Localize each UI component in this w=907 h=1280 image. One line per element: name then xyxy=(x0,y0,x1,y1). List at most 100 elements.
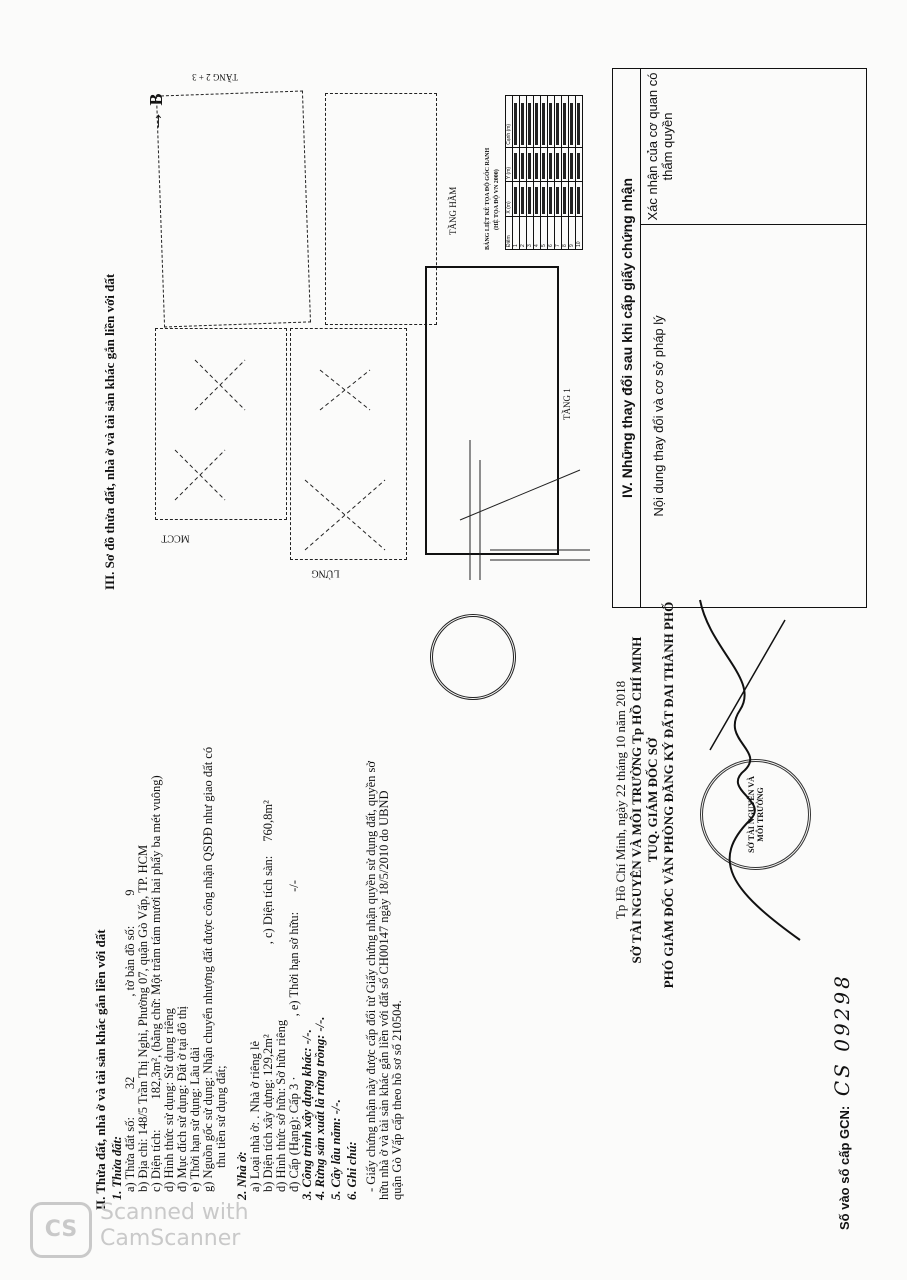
register-no: CS 09298 xyxy=(830,973,854,1097)
coord-table-title: BẢNG LIỆT KÊ TỌA ĐỘ GÓC RANH xyxy=(485,147,491,250)
coord-cell xyxy=(547,181,555,217)
watermark-line-1: Scanned with xyxy=(100,1200,249,1225)
coord-row: 5 xyxy=(540,95,548,250)
own-term-label: , e) Thời hạn sở hữu: xyxy=(287,911,301,1017)
area-label: c) Diện tích: xyxy=(149,1129,163,1192)
coord-cell xyxy=(575,95,583,148)
coord-cell xyxy=(512,95,520,148)
register-row: Số vào sổ cấp GCN: CS 09298 xyxy=(830,973,854,1230)
coord-cell xyxy=(526,95,534,148)
coord-cell xyxy=(554,95,562,148)
coord-cell xyxy=(547,95,555,148)
coord-cell xyxy=(512,181,520,217)
coord-cell xyxy=(568,95,576,148)
coord-cell xyxy=(561,147,569,182)
coord-row: 8 xyxy=(561,95,569,250)
coord-cell xyxy=(540,181,548,217)
perennial: 5. Cây lâu năm: -/-. xyxy=(329,1099,343,1200)
coord-cell xyxy=(561,181,569,217)
area-value: 182,3m², (bằng chữ: Một trăm tám mươi ha… xyxy=(149,775,163,1100)
floor-area: 760,8m² xyxy=(261,800,275,842)
label-tang-2-3: TẦNG 2 + 3 xyxy=(192,72,238,83)
mcct-cross-icon xyxy=(174,359,246,501)
coord-row: 1 xyxy=(512,95,520,250)
coord-point: 1 xyxy=(512,216,520,250)
coord-row: 4 xyxy=(533,95,541,250)
small-stamp xyxy=(430,614,516,700)
note-line-3: quận Gò Vấp cấp theo hồ sơ số 210504. xyxy=(390,1000,404,1200)
coord-cell xyxy=(554,147,562,182)
coord-header: Y (m) xyxy=(505,147,513,182)
date-line: Tp Hồ Chí Minh, ngày 22 tháng 10 năm 201… xyxy=(613,680,628,920)
map-sheet-no: 9 xyxy=(123,889,137,896)
floor-2-3 xyxy=(155,90,312,328)
coord-cell xyxy=(519,181,527,217)
coord-cell xyxy=(533,181,541,217)
coord-row: 7 xyxy=(554,95,562,250)
coord-header: Điểm xyxy=(505,216,513,250)
coord-cell xyxy=(540,95,548,148)
coord-cell xyxy=(568,181,576,217)
map-sheet-label: , tờ bản đồ số: xyxy=(123,925,137,997)
coord-cell xyxy=(526,181,534,217)
coord-cell xyxy=(533,147,541,182)
road-lines-icon xyxy=(459,440,590,580)
section-2-heading: II. Thửa đất, nhà ở và tài sản khác gắn … xyxy=(93,929,108,1210)
label-mcct: MCCT xyxy=(161,532,190,544)
section-4-changes-table: IV. Những thay đổi sau khi cấp giấy chứn… xyxy=(612,68,867,608)
watermark-line-2: CamScanner xyxy=(100,1226,241,1251)
coord-row: 3 xyxy=(526,95,534,250)
register-label: Số vào sổ cấp GCN: xyxy=(837,1105,852,1230)
coord-cell xyxy=(575,147,583,182)
coord-point: 8 xyxy=(561,216,569,250)
coord-cell xyxy=(540,147,548,182)
coord-header: X (m) xyxy=(505,181,513,217)
coord-cell xyxy=(547,147,555,182)
origin-line-2: thu tiền sử dụng đất; xyxy=(214,1065,228,1168)
section-3-heading: III. Sơ đồ thửa đất, nhà ở và tài sản kh… xyxy=(102,273,117,590)
forest: 4. Rừng sản xuất là rừng trồng: -/-. xyxy=(313,1016,327,1200)
coord-cell xyxy=(561,95,569,148)
issuing-org: SỞ TÀI NGUYÊN VÀ MÔI TRƯỜNG Tp HỒ CHÍ MI… xyxy=(629,636,644,964)
coord-table-subtitle: (HỆ TỌA ĐỘ VN 2000) xyxy=(494,169,500,230)
build-area: b) Diện tích xây dựng: 129,2m² xyxy=(261,1034,275,1192)
coord-cell xyxy=(568,147,576,182)
camscanner-watermark: Scanned with CamScanner xyxy=(100,1200,249,1252)
parcel-label: a) Thửa đất số: xyxy=(123,1117,137,1192)
col-changes: Nội dung thay đổi và cơ sở pháp lý xyxy=(640,224,867,608)
own-term: -/- xyxy=(287,880,301,892)
grade: đ) Cấp (Hạng): Cấp 3 · xyxy=(287,1076,301,1192)
notes-title: 6. Ghi chú: xyxy=(345,1141,359,1200)
camscanner-logo-text: CS xyxy=(44,1217,78,1242)
coord-point: 5 xyxy=(540,216,548,250)
floor-area-label: , c) Diện tích sàn: xyxy=(261,855,275,945)
label-tang-1: TẦNG 1 xyxy=(562,388,572,420)
floor-basement xyxy=(325,93,437,325)
coord-point: 10 xyxy=(575,216,583,250)
section-4-heading: IV. Những thay đổi sau khi cấp giấy chứn… xyxy=(612,68,641,608)
coord-point: 4 xyxy=(533,216,541,250)
signature-icon xyxy=(699,599,801,941)
deputy-title: PHÓ GIÁM ĐỐC VĂN PHÒNG ĐĂNG KÝ ĐẤT ĐAI T… xyxy=(661,601,676,989)
coord-point: 6 xyxy=(547,216,555,250)
coord-cell xyxy=(533,95,541,148)
coord-row: 2 xyxy=(519,95,527,250)
camscanner-logo: CS xyxy=(30,1202,92,1258)
coord-row: 10 xyxy=(575,95,583,250)
coord-cell xyxy=(519,147,527,182)
label-tang-ham: TẦNG HẦM xyxy=(448,186,458,235)
coord-header: Cạnh (m) xyxy=(505,95,513,148)
tuq-line: TUQ. GIÁM ĐỐC SỞ xyxy=(645,737,660,863)
coord-cell xyxy=(526,147,534,182)
coord-cell xyxy=(554,181,562,217)
coord-point: 2 xyxy=(519,216,527,250)
coord-row: 6 xyxy=(547,95,555,250)
coord-row: 9 xyxy=(568,95,576,250)
parcel-no: 32 xyxy=(123,1076,137,1090)
coord-point: 9 xyxy=(568,216,576,250)
coord-cell xyxy=(512,147,520,182)
col-confirm: Xác nhận của cơ quan có thẩm quyền xyxy=(640,68,867,225)
